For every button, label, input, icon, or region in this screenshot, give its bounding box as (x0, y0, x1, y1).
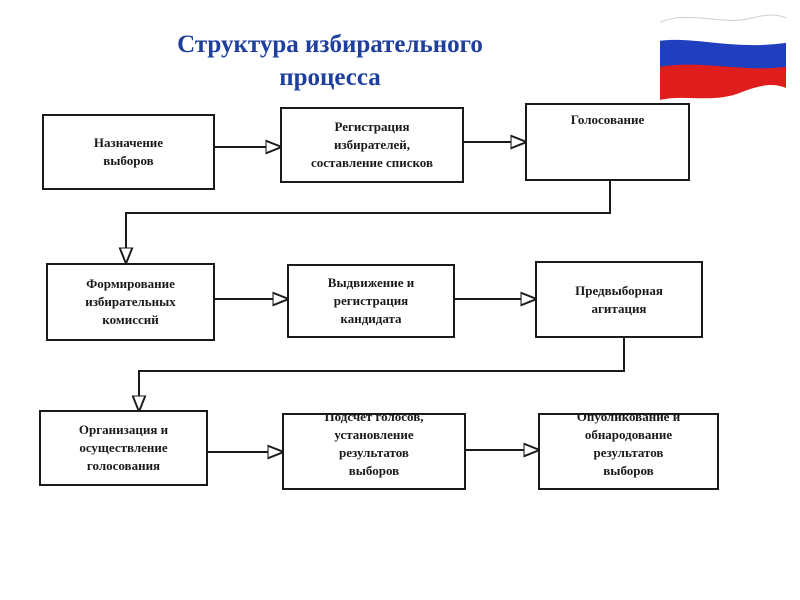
step-box-9: Опубликование и обнародование результато… (538, 413, 719, 490)
step-box-5: Выдвижение и регистрация кандидата (287, 264, 455, 338)
step-box-1: Назначение выборов (42, 114, 215, 190)
step-label: Опубликование и обнародование результато… (576, 413, 681, 478)
step-label: Выдвижение и регистрация кандидата (327, 275, 415, 326)
step-label: Организация и осуществление голосования (78, 422, 169, 473)
step-label: Формирование избирательных комиссий (85, 276, 176, 327)
arrow-6-7 (139, 338, 625, 410)
step-label: Регистрация избирателей, составление спи… (310, 119, 434, 170)
step-label: Подсчет голосов, установление результато… (324, 413, 424, 478)
step-label: Голосование (570, 112, 645, 127)
step-label: Назначение выборов (93, 135, 164, 168)
arrow-3-4 (126, 181, 611, 262)
step-box-6: Предвыборная агитация (535, 261, 703, 338)
page-title: Структура избирательного процесса (177, 31, 483, 91)
step-label: Предвыборная агитация (575, 282, 663, 316)
step-box-7: Организация и осуществление голосования (39, 410, 208, 486)
step-box-4: Формирование избирательных комиссий (46, 263, 215, 341)
step-box-8: Подсчет голосов, установление результато… (282, 413, 466, 490)
step-box-3: Голосование (525, 103, 690, 181)
step-box-2: Регистрация избирателей, составление спи… (280, 107, 464, 183)
russian-flag-icon (659, 14, 787, 100)
